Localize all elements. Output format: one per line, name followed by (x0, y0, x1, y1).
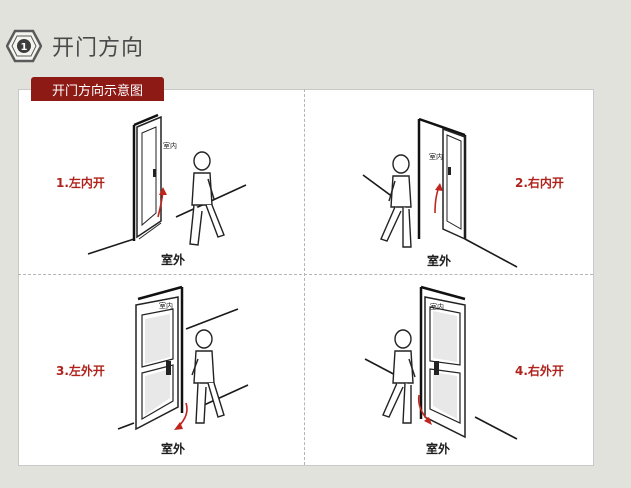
quadrant-left-outward: 3.左外开 室外 室内 (18, 275, 304, 460)
wall-lines (87, 184, 247, 255)
diagram-tag: 开门方向示意图 (31, 77, 164, 101)
direction-label: 1.左内开 (56, 176, 105, 190)
vertical-divider (304, 89, 305, 465)
door-frame (417, 117, 467, 239)
quadrant-left-inward: 1.左内开 室外 室内 (18, 89, 304, 274)
horizontal-divider (18, 274, 593, 275)
page-title: 开门方向 (52, 36, 145, 61)
inside-label: 室内 (429, 153, 443, 161)
door-frame (132, 113, 159, 241)
person-figure (380, 154, 412, 248)
inside-label: 室内 (163, 142, 177, 150)
door-handle (448, 167, 451, 175)
open-door-leaf (442, 127, 466, 241)
person-figure (382, 329, 416, 424)
outside-label: 室外 (426, 442, 451, 456)
direction-label: 4.右外开 (515, 364, 564, 378)
quadrant-right-outward: 4.右外开 室外 室内 (305, 275, 591, 460)
inside-label: 室内 (159, 302, 173, 310)
outside-label: 室外 (427, 254, 452, 268)
person-figure (191, 329, 225, 424)
direction-label: 3.左外开 (56, 364, 105, 378)
door-frame (419, 285, 466, 419)
direction-label: 2.右内开 (515, 176, 564, 190)
badge-number: 1 (21, 42, 28, 53)
door-handle (434, 361, 439, 375)
door-frame (137, 285, 184, 413)
door-handle (166, 361, 171, 375)
diagram-panel (18, 89, 594, 466)
hexagon-number-icon: 1 (6, 28, 42, 64)
outside-label: 室外 (161, 253, 186, 267)
inside-label: 室内 (430, 303, 444, 311)
section-header: 1 开门方向 (6, 26, 144, 66)
person-figure (189, 151, 225, 246)
swing-arrow-icon (434, 186, 440, 214)
open-door-leaf (136, 115, 162, 240)
outside-label: 室外 (161, 442, 186, 456)
wall-lines (117, 308, 249, 430)
open-door-leaf (424, 296, 466, 439)
door-handle (153, 169, 156, 177)
quadrant-right-inward: 2.右内开 室外 室内 (305, 89, 591, 274)
open-door-leaf (135, 296, 179, 431)
